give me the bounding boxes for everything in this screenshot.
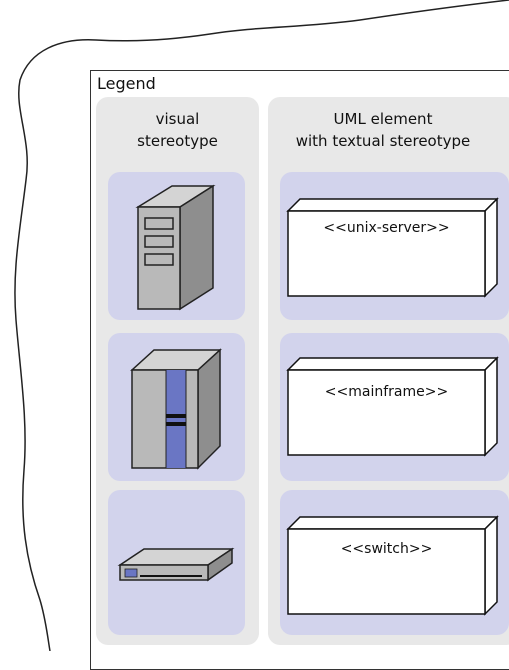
mainframe-icon (130, 348, 222, 470)
legend-title: Legend (97, 74, 156, 93)
uml-nodes (286, 197, 499, 616)
diagram-canvas: Legend visual stereotype UML element wit… (14, 0, 509, 670)
mainframe-stereotype-label: <<mainframe>> (324, 384, 449, 400)
uml-heading-line1: UML element (333, 110, 433, 128)
frame-outline (14, 0, 509, 651)
unix-server-node-box (286, 197, 499, 298)
visual-stereotype-heading: visual stereotype (96, 108, 259, 152)
switch-stereotype-label: <<switch>> (340, 541, 433, 557)
switch-icon (117, 547, 235, 582)
visual-heading-line2: stereotype (137, 132, 218, 150)
visual-heading-line1: visual (155, 110, 200, 128)
unix-server-icon (135, 184, 216, 311)
uml-element-heading: UML element with textual stereotype (268, 108, 498, 152)
unix-server-stereotype-label: <<unix-server>> (323, 220, 450, 236)
switch-node-box (286, 515, 499, 616)
mainframe-node-box (286, 356, 499, 457)
uml-heading-line2: with textual stereotype (295, 132, 471, 150)
